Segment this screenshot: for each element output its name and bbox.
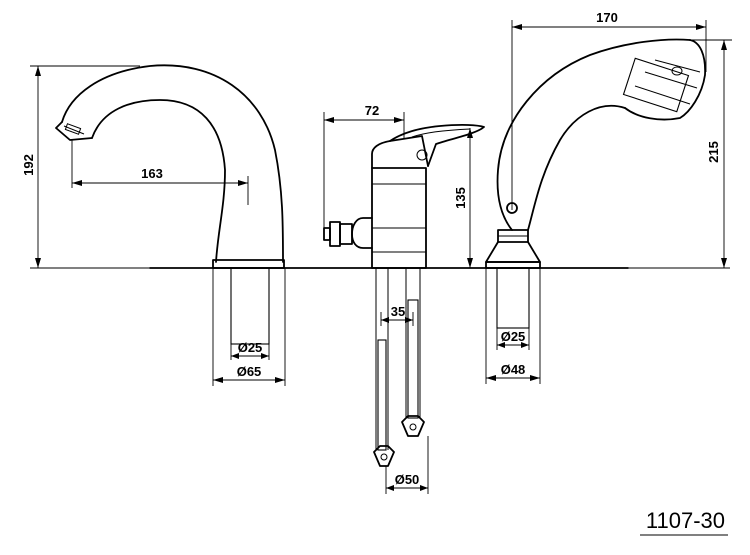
hose-nut-right xyxy=(401,415,425,437)
hose-nut-left xyxy=(373,445,395,467)
mixer-hoses xyxy=(373,268,425,467)
dim-shower-height-label: 215 xyxy=(706,141,721,163)
dim-shower-base-label: Ø48 xyxy=(501,362,526,377)
dim-mixer-hoses: Ø50 xyxy=(385,436,429,494)
dim-spout-reach-label: 163 xyxy=(141,166,163,181)
dim-shower-thread-label: Ø25 xyxy=(501,329,526,344)
dim-spout-height: 192 xyxy=(21,65,140,268)
dim-spout-base: Ø65 xyxy=(212,268,286,386)
dim-mixer-height-label: 135 xyxy=(453,187,468,209)
spout-thread xyxy=(230,267,270,345)
dim-shower-length: 170 xyxy=(511,10,707,210)
dim-mixer-body: 35 xyxy=(380,304,414,326)
dim-spout-base-label: Ø65 xyxy=(237,364,262,379)
dim-shower-height: 215 xyxy=(692,39,732,268)
dim-spout-thread: Ø25 xyxy=(230,340,270,360)
dim-mixer-width-label: 72 xyxy=(365,103,379,118)
pull-out-shower xyxy=(485,38,706,269)
dim-shower-length-label: 170 xyxy=(596,10,618,25)
dim-shower-base: Ø48 xyxy=(485,268,541,384)
dim-spout-reach: 163 xyxy=(71,140,249,205)
mixer xyxy=(323,124,485,269)
dim-mixer-width: 72 xyxy=(323,103,405,228)
model-code: 1107-30 xyxy=(640,508,728,536)
model-code-label: 1107-30 xyxy=(646,508,725,533)
shower-thread xyxy=(496,267,530,329)
dim-spout-height-label: 192 xyxy=(21,154,36,176)
dim-mixer-body-label: 35 xyxy=(391,304,405,319)
dim-mixer-hoses-label: Ø50 xyxy=(395,472,420,487)
dim-mixer-height: 135 xyxy=(453,128,473,268)
dim-spout-thread-label: Ø25 xyxy=(238,340,263,355)
spout xyxy=(55,64,285,269)
dim-shower-thread: Ø25 xyxy=(496,328,530,350)
